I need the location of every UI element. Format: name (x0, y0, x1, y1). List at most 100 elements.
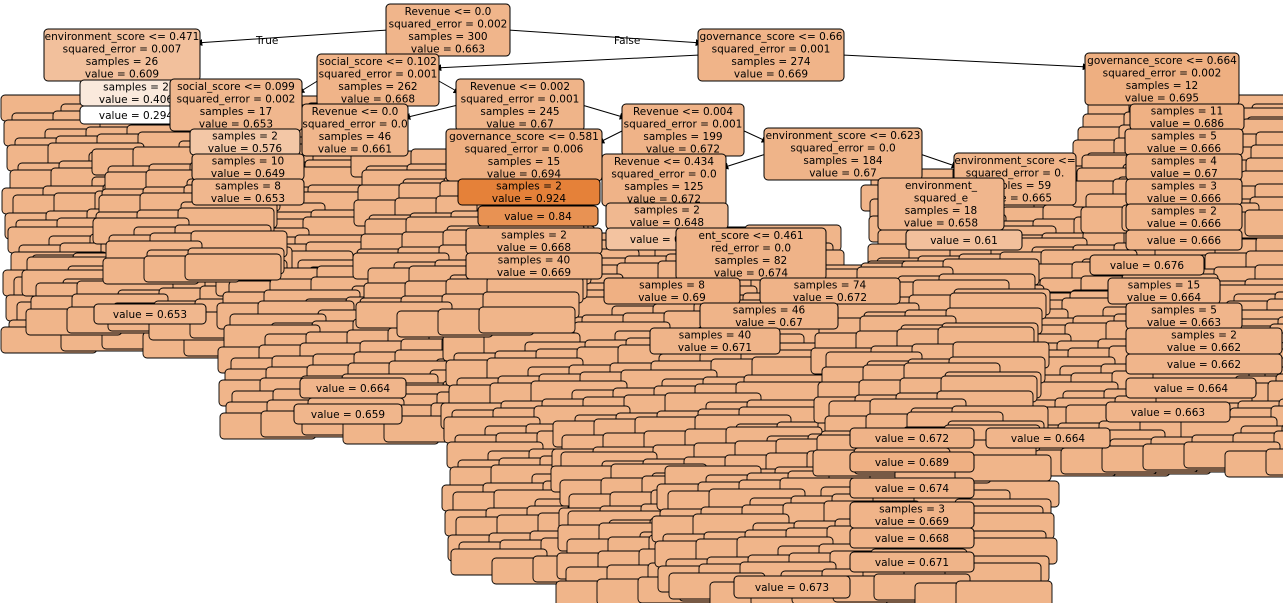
edge-label-true: True (255, 35, 278, 47)
tree-edges (195, 29, 1090, 170)
tree-node-box (649, 327, 781, 355)
tree-node-line: samples = 46 (319, 131, 392, 143)
tree-edge (841, 54, 1090, 71)
tree-node-box (763, 127, 923, 181)
tree-node-line: value = 0.664 (1127, 292, 1202, 304)
tree-node-line: environment_score <= 0.623 (766, 130, 921, 142)
tree-node-line: samples = 40 (679, 330, 751, 342)
tree-node-line: samples = 3 (879, 504, 945, 516)
tree-node-box (1125, 377, 1257, 399)
tree-node-line: value = 0.659 (311, 409, 385, 421)
tree-node-line: value = 0.672 (875, 433, 949, 445)
stacked-node-box (1267, 380, 1283, 408)
tree-node-line: environment_score <= (954, 155, 1075, 167)
tree-node-box (849, 551, 975, 573)
tree-node-line: value = 0.648 (630, 217, 704, 229)
tree-node-box (905, 229, 1023, 251)
tree-node-box (849, 527, 975, 549)
tree-node-line: Revenue <= 0.434 (614, 156, 714, 168)
tree-node-line: squared_error = 0.001 (319, 69, 438, 81)
tree-node-box (191, 178, 305, 206)
tree-node-line: samples = 199 (643, 131, 722, 143)
tree-node-line: samples = 11 (1151, 106, 1223, 118)
tree-node-line: samples = 82 (715, 255, 787, 267)
tree-node-box (603, 277, 741, 305)
tree-node-line: value = 0.671 (678, 342, 752, 354)
tree-node-box (733, 575, 851, 599)
tree-node-line: value = 0.669 (875, 516, 949, 528)
tree-node: value = 0.664 (299, 377, 407, 399)
tree-node-line: squared_error = 0.006 (465, 144, 584, 156)
tree-node-line: governance_score <= 0.581 (449, 131, 599, 143)
tree-node-line: samples = 125 (624, 181, 703, 193)
tree-node-box (293, 403, 403, 425)
tree-node-line: samples = 40 (498, 255, 570, 267)
tree-node-line: value = 0.61 (930, 235, 998, 247)
tree-node-line: squared_error = 0. (966, 168, 1065, 180)
tree-node-line: value = 0.666 (1147, 143, 1222, 155)
tree-node-line: value = 0.666 (1147, 218, 1222, 230)
tree-node-box (301, 103, 409, 157)
tree-node-line: samples = 2 (634, 205, 700, 217)
tree-node-line: samples = 3 (1151, 181, 1217, 193)
tree-node-line: value = 0.664 (316, 383, 391, 395)
tree-node-line: value = 0.653 (211, 193, 285, 205)
tree-node-line: samples = 74 (794, 280, 867, 292)
tree-node-line: value = 0.669 (734, 68, 808, 80)
tree-node-line: value = 0.695 (1125, 92, 1199, 104)
stacked-node-box (478, 306, 576, 334)
tree-node-box (1125, 229, 1243, 251)
tree-node-line: value = 0.686 (1150, 118, 1225, 130)
tree-node-line: samples = 15 (1128, 280, 1200, 292)
tree-node-box (697, 28, 845, 82)
tree-node-box (985, 427, 1111, 449)
tree-node-line: Revenue <= 0.002 (470, 81, 570, 93)
tree-node-line: value = 0.609 (85, 68, 159, 80)
tree-node-line: value = 0.672 (627, 193, 701, 205)
tree-node-line: social_score <= 0.102 (319, 56, 437, 68)
tree-node-line: value = 0.661 (318, 143, 392, 155)
tree-node-line: value = 0.664 (1011, 433, 1086, 445)
tree-node: value = 0.676 (1089, 254, 1205, 276)
tree-node-line: squared_error = 0.0 (611, 169, 716, 181)
tree-node-line: environment_score <= 0.471 (45, 31, 200, 43)
stacked-node-box (1265, 448, 1283, 476)
tree-node-line: samples = 2 (496, 181, 562, 193)
tree-node: value = 0.673 (733, 575, 851, 599)
tree-node-line: value = 0.673 (755, 582, 829, 594)
tree-node-line: value = 0.663 (411, 43, 485, 55)
tree-edge (195, 29, 389, 47)
tree-node-line: samples = 2 (1151, 206, 1217, 218)
tree-node-line: samples = 10 (212, 156, 284, 168)
tree-node-line: value = 0.674 (714, 267, 789, 279)
stacked-node-box (955, 580, 1053, 603)
tree-node-line: environment_ (905, 180, 978, 192)
tree-node-line: value = 0.406 (99, 94, 174, 106)
tree-node-line: value = 0.663 (1147, 317, 1221, 329)
tree-node-line: value = 0.67 (1150, 168, 1218, 180)
tree-node: value = 0.666 (1125, 229, 1243, 251)
tree-node-line: value = 0.662 (1167, 359, 1241, 371)
tree-node-line: value = 0.576 (208, 143, 283, 155)
tree-node-line: value = 0.668 (341, 93, 415, 105)
tree-node-line: value = 0.671 (875, 557, 949, 569)
tree-node-line: samples = 4 (1151, 156, 1217, 168)
